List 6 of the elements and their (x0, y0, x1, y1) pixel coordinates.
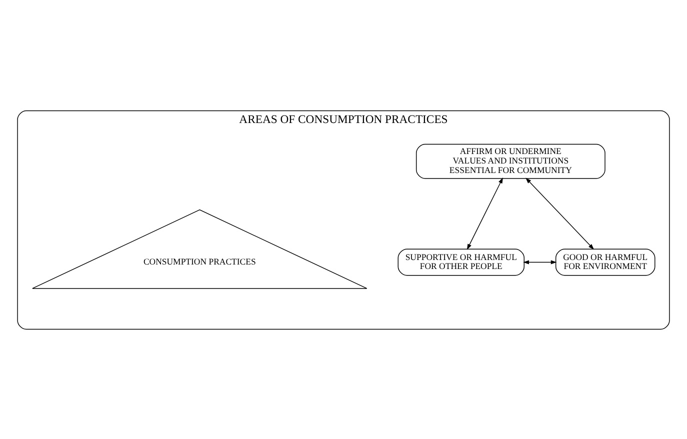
node-box: AFFIRM OR UNDERMINE VALUES AND INSTITUTIONS ESSENTIAL FOR COMMUNITY (416, 143, 606, 178)
node-box: GOOD OR HARMFUL FOR ENVIRONMENT (555, 248, 656, 276)
arrow (466, 177, 503, 250)
node-box: SUPPORTIVE OR HARMFUL FOR OTHER PEOPLE (398, 248, 524, 276)
arrow (523, 260, 557, 264)
arrow (526, 177, 594, 250)
